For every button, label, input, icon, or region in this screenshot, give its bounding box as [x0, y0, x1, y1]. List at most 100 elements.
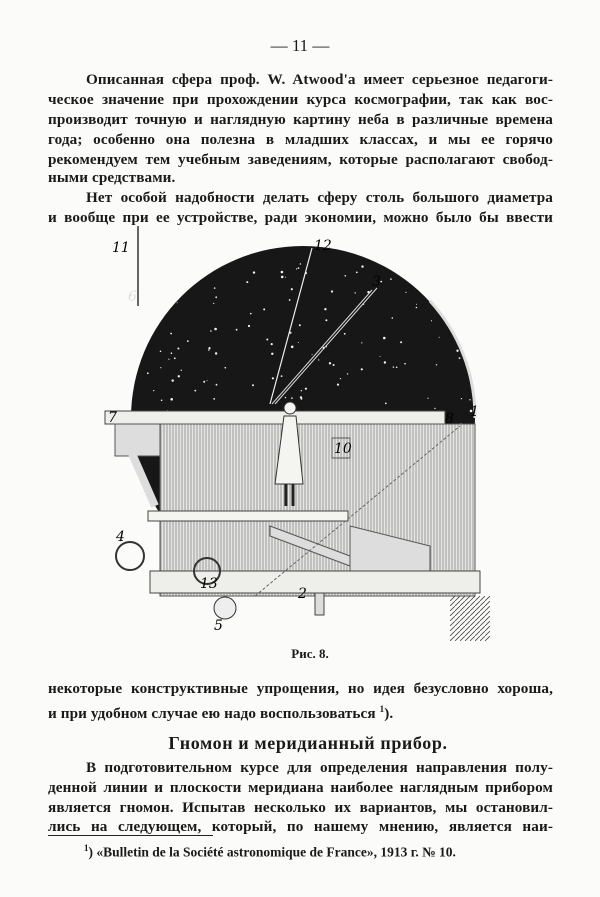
figure-label: 3 — [372, 274, 381, 290]
star — [395, 366, 398, 369]
star — [300, 390, 302, 392]
star — [158, 301, 161, 304]
star — [332, 364, 335, 366]
star — [190, 269, 192, 271]
star — [297, 342, 299, 343]
star — [203, 380, 206, 383]
star — [160, 399, 163, 402]
star — [290, 345, 294, 349]
star — [458, 357, 461, 359]
star — [213, 287, 216, 289]
star — [384, 402, 387, 405]
star — [135, 516, 137, 518]
text: ). — [384, 705, 394, 723]
star — [328, 362, 332, 365]
star — [227, 246, 229, 247]
star — [415, 306, 418, 309]
section-heading: Гномон и меридианный прибор. — [168, 733, 448, 753]
star — [339, 378, 342, 380]
star — [444, 285, 447, 288]
star — [159, 318, 161, 320]
star — [405, 291, 407, 293]
star — [186, 340, 189, 342]
text-line: В подготовительном курсе для определения… — [86, 759, 553, 776]
star — [446, 278, 448, 280]
text-line: Описанная сфера проф. W. Atwood'a имеет … — [86, 71, 553, 88]
star — [156, 564, 159, 567]
star — [213, 302, 215, 304]
figure-label: 6 — [128, 289, 137, 305]
star — [391, 317, 394, 319]
star — [400, 341, 403, 344]
star — [390, 268, 393, 270]
star — [186, 246, 189, 249]
text-line: лись на следующем, который, по нашему мн… — [48, 818, 553, 835]
star — [178, 295, 181, 298]
star — [233, 255, 236, 258]
star — [146, 372, 149, 375]
footnote: 1) «Bulletin de la Société astronomique … — [84, 843, 456, 861]
figure-label: 1 — [470, 404, 479, 420]
star — [170, 398, 173, 401]
star — [168, 358, 170, 360]
star — [404, 362, 406, 365]
star — [469, 399, 471, 401]
star — [447, 303, 449, 305]
star — [361, 265, 364, 268]
star — [380, 280, 383, 283]
star — [208, 349, 210, 351]
star — [137, 356, 140, 359]
star — [379, 355, 381, 357]
star — [465, 306, 467, 308]
star — [435, 364, 438, 366]
star — [389, 253, 392, 256]
star — [235, 328, 238, 331]
star — [430, 320, 433, 322]
star — [318, 359, 320, 361]
star — [194, 389, 197, 392]
star — [450, 256, 453, 259]
star — [170, 332, 172, 335]
star — [213, 398, 216, 400]
star — [460, 398, 462, 400]
star — [456, 349, 459, 352]
page-number: — 11 — — [270, 36, 330, 55]
star — [160, 367, 162, 369]
figure-caption: Рис. 8. — [291, 646, 329, 661]
star — [324, 308, 327, 311]
text-line: ными средствами. — [48, 169, 176, 186]
star — [271, 352, 274, 355]
star — [383, 336, 386, 340]
star — [299, 263, 302, 265]
star — [416, 303, 417, 305]
star — [250, 312, 252, 315]
star — [213, 262, 215, 265]
footnote-divider — [48, 835, 213, 836]
star — [330, 290, 334, 293]
star — [215, 296, 218, 299]
star — [173, 357, 176, 360]
star — [390, 278, 392, 280]
star — [252, 271, 256, 274]
text-line: и при удобном случае ею надо воспользова… — [48, 700, 553, 723]
star — [171, 379, 174, 382]
star — [343, 332, 346, 335]
star — [354, 292, 356, 294]
star — [456, 246, 459, 248]
star — [298, 324, 301, 327]
star — [355, 271, 358, 274]
star — [288, 299, 291, 301]
star — [131, 315, 132, 318]
star — [280, 375, 283, 377]
star — [243, 255, 245, 256]
figure-planetarium-sphere: 11 12 3 6 7 8 1 10 4 13 2 5 — [104, 226, 490, 641]
text-line: Нет особой надобности делать сферу столь… — [86, 189, 553, 206]
star — [246, 281, 249, 284]
star — [157, 252, 160, 255]
star — [208, 347, 211, 350]
star — [131, 323, 133, 326]
star — [180, 369, 182, 371]
star — [131, 369, 134, 372]
star — [224, 366, 227, 369]
text-line: рекомендуем тем учебным заведениям, кото… — [48, 151, 553, 168]
